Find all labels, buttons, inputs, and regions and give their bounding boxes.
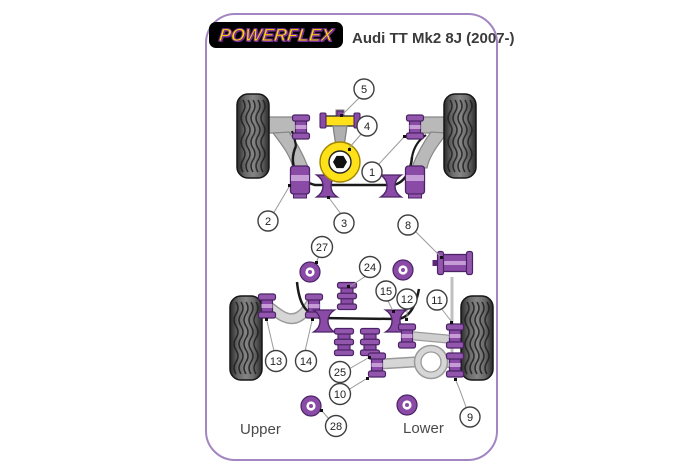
rear-lower-arm-outer-bushing-icon bbox=[445, 352, 465, 378]
svg-text:28: 28 bbox=[330, 421, 342, 433]
rear-left-tire-icon bbox=[230, 296, 262, 380]
leader-lines bbox=[266, 96, 467, 421]
washer-bottom-right-icon bbox=[396, 394, 418, 416]
washer-bottom-left-icon bbox=[300, 395, 322, 417]
callout-2: 2 bbox=[257, 210, 279, 232]
callout-8: 8 bbox=[397, 214, 419, 236]
rear-upper-arm-outer-bushing-icon bbox=[257, 293, 277, 319]
rear-tie-rod-outer-bushing-icon bbox=[445, 323, 465, 349]
callout-3: 3 bbox=[333, 212, 355, 234]
svg-text:14: 14 bbox=[300, 356, 312, 368]
washer-top-right-icon bbox=[392, 259, 414, 281]
callout-15: 15 bbox=[375, 280, 397, 302]
upper-label: Upper bbox=[240, 421, 281, 438]
callout-5: 5 bbox=[353, 78, 375, 100]
page-title: Audi TT Mk2 8J (2007-) bbox=[352, 30, 515, 47]
svg-text:12: 12 bbox=[401, 294, 413, 306]
callout-1: 1 bbox=[361, 161, 383, 183]
svg-text:8: 8 bbox=[405, 220, 411, 232]
callout-13: 13 bbox=[264, 349, 288, 373]
rear-suspension-diagram bbox=[230, 250, 493, 417]
front-arm-front-bushing-right-icon bbox=[405, 114, 425, 140]
svg-text:5: 5 bbox=[361, 84, 367, 96]
callout-11: 11 bbox=[426, 289, 448, 311]
front-right-tire-icon bbox=[444, 94, 476, 178]
rear-right-tire-icon bbox=[461, 296, 493, 380]
callout-9: 9 bbox=[459, 406, 481, 428]
rear-lower-arm bbox=[375, 344, 462, 380]
callout-4: 4 bbox=[356, 115, 378, 137]
front-left-tire-icon bbox=[237, 94, 269, 178]
leader-dots bbox=[265, 114, 457, 412]
svg-text:24: 24 bbox=[364, 262, 376, 274]
svg-text:25: 25 bbox=[334, 367, 346, 379]
callout-25: 25 bbox=[328, 360, 352, 384]
lower-label: Lower bbox=[403, 420, 444, 437]
rear-arb-bushing-left-icon bbox=[312, 309, 336, 333]
callout-10: 10 bbox=[328, 382, 352, 406]
svg-text:9: 9 bbox=[467, 412, 473, 424]
svg-text:1: 1 bbox=[369, 167, 375, 179]
callout-28: 28 bbox=[324, 414, 348, 438]
washer-top-left-icon bbox=[299, 261, 321, 283]
svg-text:27: 27 bbox=[316, 242, 328, 254]
rear-lower-arm-inner-bushing-icon bbox=[367, 352, 387, 378]
rear-center-bushing-left-icon bbox=[333, 327, 355, 357]
svg-text:3: 3 bbox=[341, 218, 347, 230]
front-arm-front-bushing-left-icon bbox=[291, 114, 311, 140]
svg-text:15: 15 bbox=[380, 286, 392, 298]
callouts: 5 4 1 2 3 8 27 bbox=[257, 78, 481, 438]
svg-text:11: 11 bbox=[431, 295, 442, 307]
front-suspension-diagram bbox=[237, 94, 476, 199]
svg-text:4: 4 bbox=[364, 121, 370, 133]
callout-14: 14 bbox=[294, 349, 318, 373]
rear-center-bushing-right-icon bbox=[359, 327, 381, 357]
callout-12: 12 bbox=[396, 288, 418, 310]
svg-text:2: 2 bbox=[265, 216, 271, 228]
powerflex-logo: POWERFLEX bbox=[209, 22, 343, 48]
front-arm-rear-bushing-right-icon bbox=[404, 165, 426, 199]
engine-mount-icon bbox=[319, 109, 361, 183]
svg-text:10: 10 bbox=[334, 389, 346, 401]
callout-27: 27 bbox=[310, 235, 334, 259]
svg-text:13: 13 bbox=[270, 356, 282, 368]
diagram-card bbox=[205, 13, 498, 461]
callout-24: 24 bbox=[358, 255, 382, 279]
rear-tie-rod-inner-bushing-icon bbox=[397, 323, 417, 349]
front-arm-rear-bushing-left-icon bbox=[289, 165, 311, 199]
